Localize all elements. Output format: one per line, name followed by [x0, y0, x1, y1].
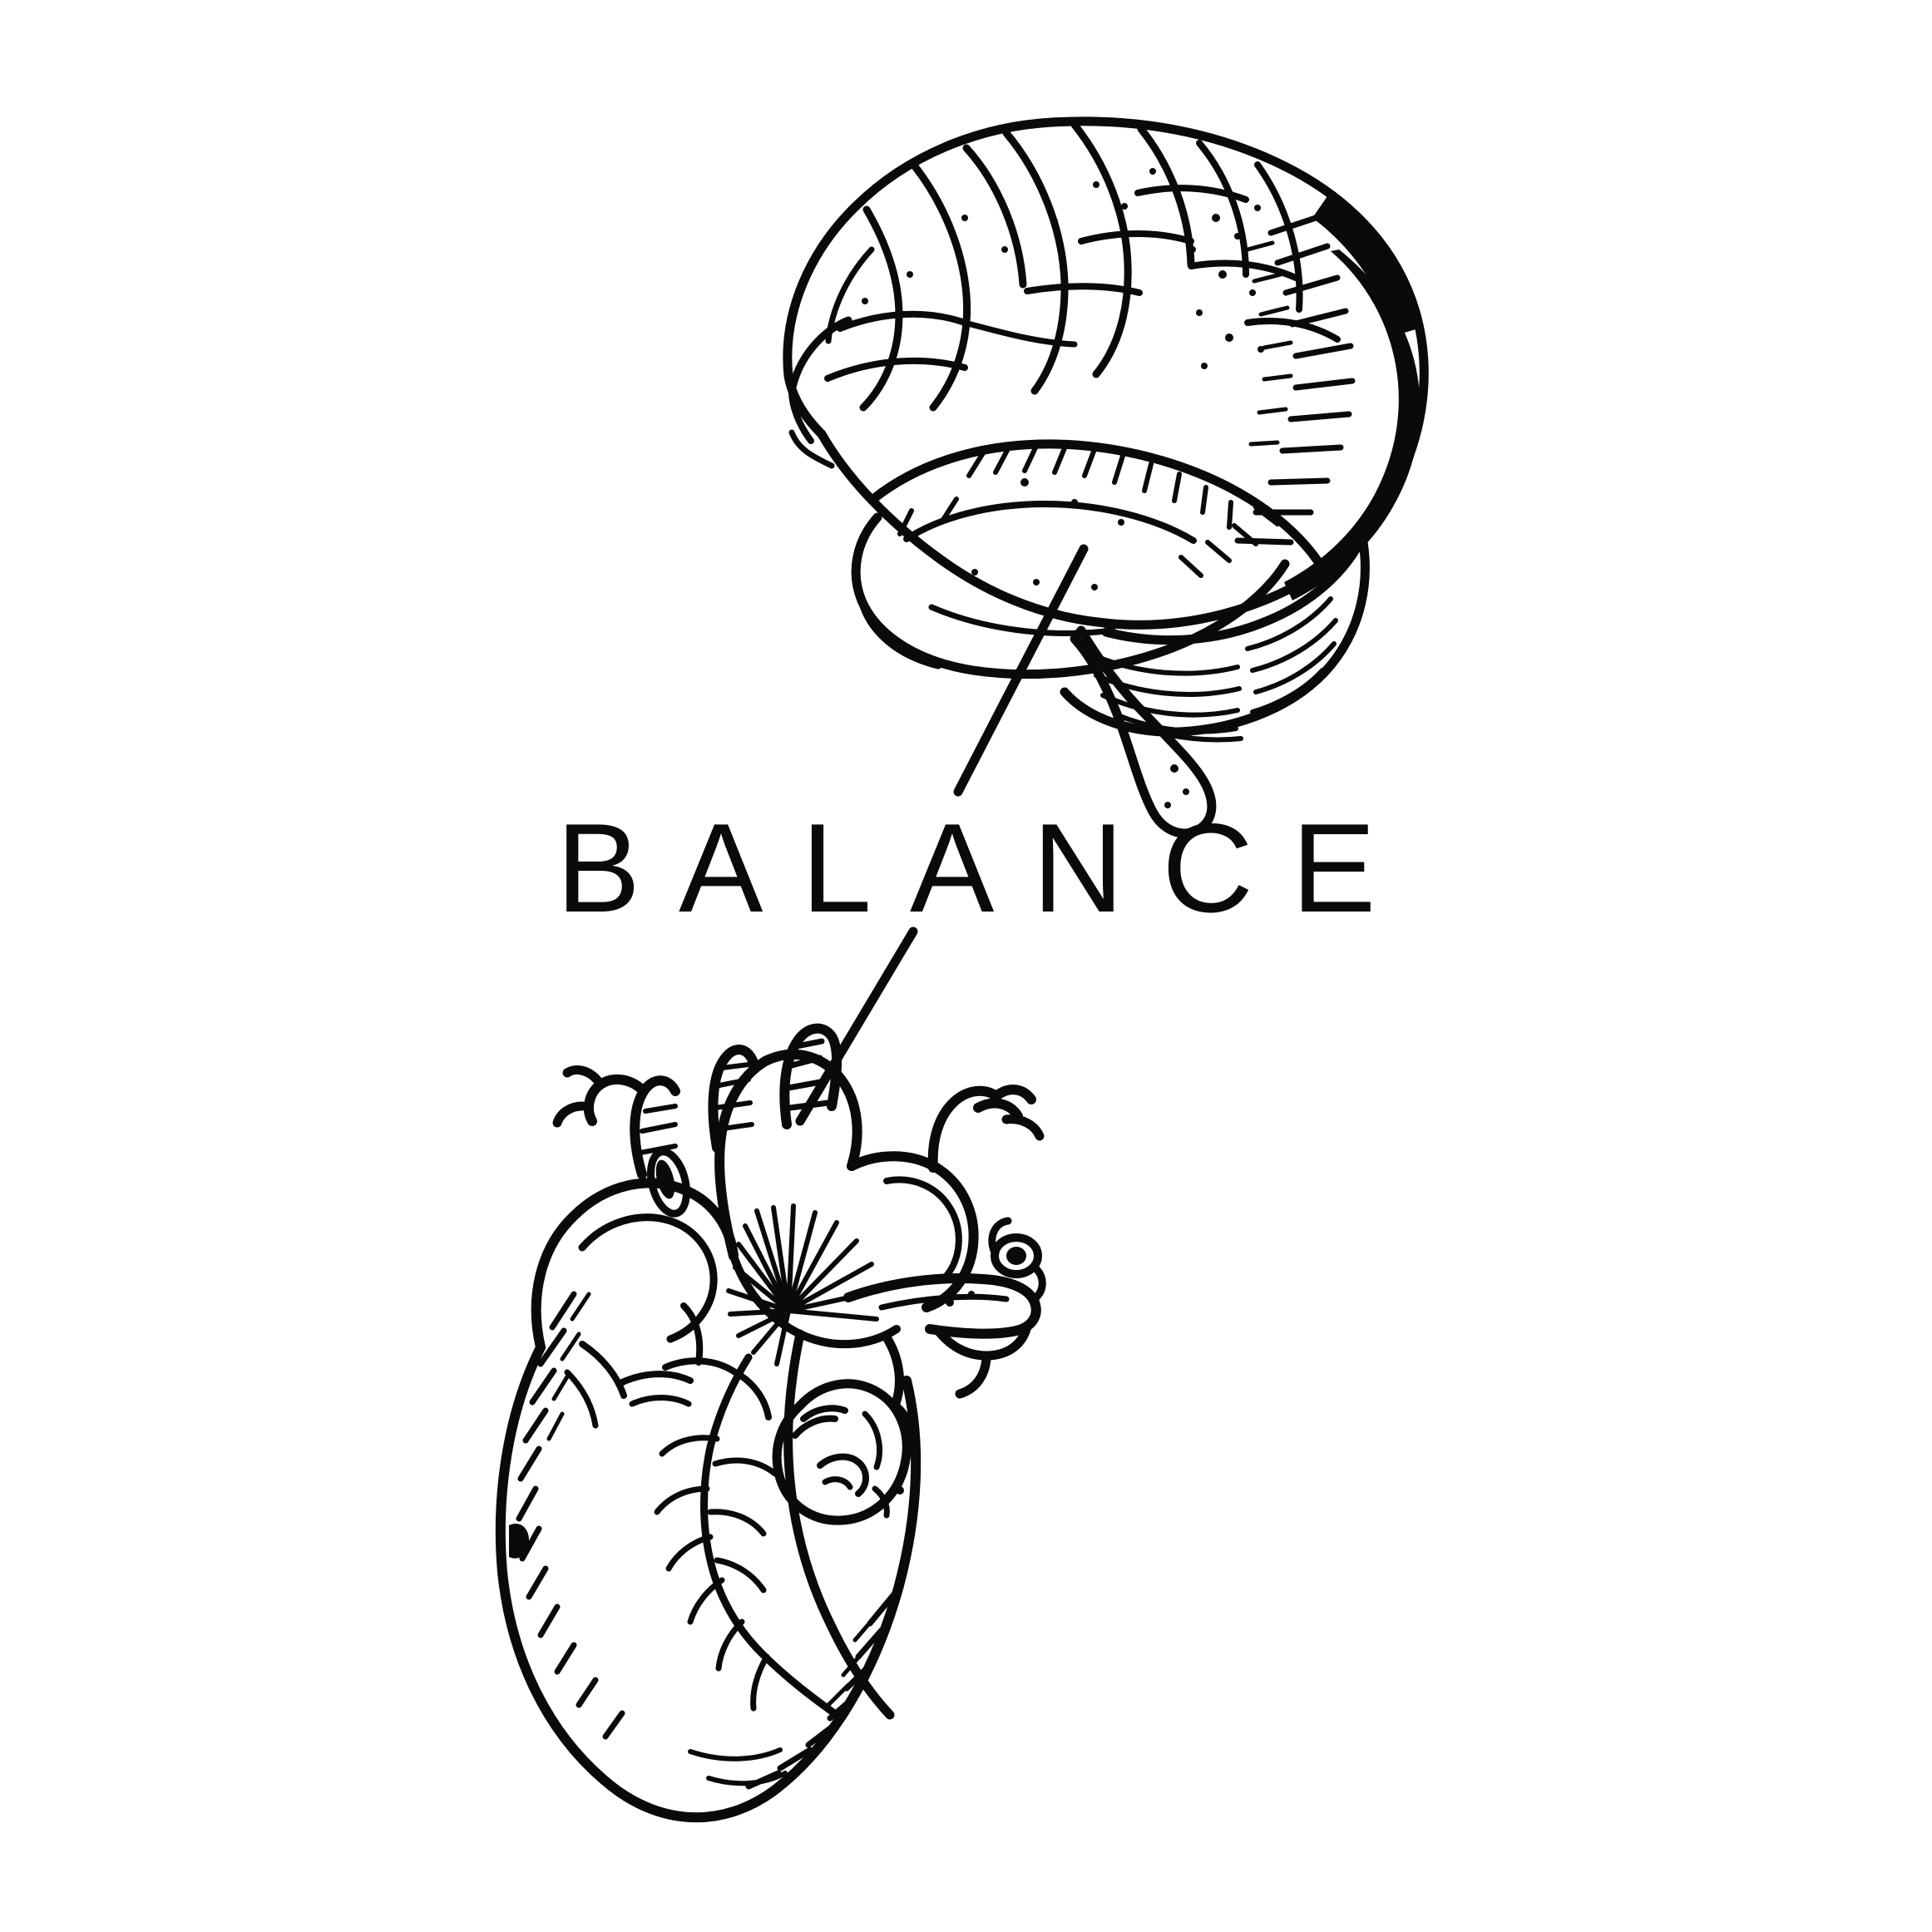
brain-connector-line — [953, 544, 1089, 797]
wordmark-balance: BALANCE — [556, 798, 1415, 939]
heart-connector-line — [795, 926, 918, 1126]
